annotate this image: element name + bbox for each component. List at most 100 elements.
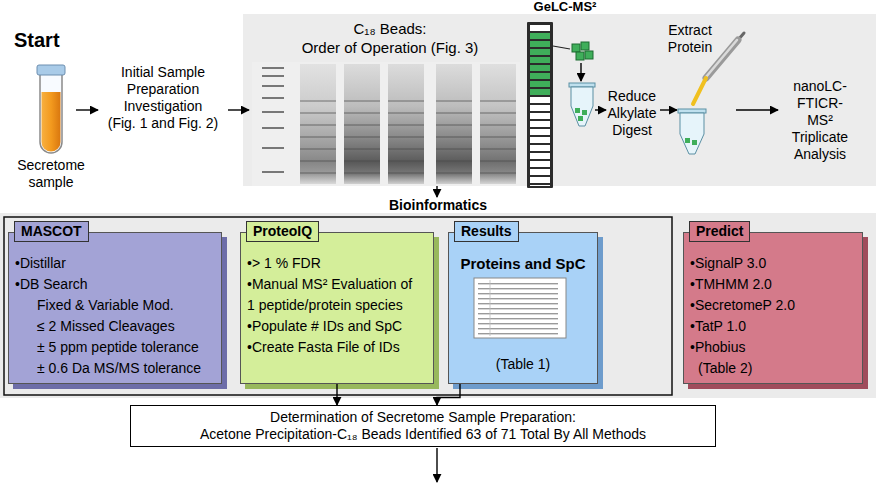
gel-piece	[692, 140, 697, 145]
list-item: •TMHMM 2.0	[690, 274, 856, 295]
gel-bands	[388, 100, 424, 180]
panel-heading: Bioinformatics	[0, 197, 876, 213]
process-box: Determination of Secretome Sample Prepar…	[130, 405, 716, 447]
marker-lane	[262, 68, 284, 172]
gel-piece	[585, 51, 593, 59]
tab-heading: Results	[454, 221, 519, 242]
list-item: ± 5 ppm peptide tolerance	[37, 337, 215, 358]
step-label: nanoLC-FTICR-MS² Triplicate Analysis	[787, 78, 853, 163]
marker-band	[262, 171, 284, 173]
gel-piece	[578, 116, 583, 121]
list-item: •TatP 1.0	[690, 316, 856, 337]
pipette-tip	[693, 78, 706, 104]
flow-arrow	[595, 109, 606, 110]
marker-band	[262, 111, 284, 113]
list-item: ≤ 2 Missed Cleavages	[37, 316, 215, 337]
tube-rim	[37, 65, 65, 75]
table-column	[490, 280, 491, 336]
list-item: •DB Search	[15, 274, 215, 295]
gel-lane	[436, 64, 472, 184]
flow-arrow	[228, 109, 249, 110]
list-item: •Create Fasta File of IDs	[247, 337, 419, 358]
tool-box: MASCOT•Distillar•DB SearchFixed & Variab…	[8, 232, 222, 384]
box-text: Acetone Precipitation-C₁₈ Beads Identifi…	[135, 426, 711, 443]
list-item: •Populate # IDs and SpC	[247, 316, 419, 337]
gel-lane	[388, 64, 424, 184]
list-item: •SecretomeP 2.0	[690, 295, 856, 316]
tube-liquid	[42, 92, 61, 152]
flow-connector	[436, 186, 437, 197]
flow-connector	[336, 384, 337, 405]
list-item: ± 0.6 Da MS/MS tolerance	[37, 358, 215, 379]
gel-bands	[480, 100, 516, 180]
step-label: Order of Operation (Fig. 3)	[290, 39, 490, 57]
gel-piece	[576, 52, 584, 60]
micro-tube	[571, 87, 593, 126]
micro-tube	[680, 113, 704, 154]
sample-label: Secretome sample	[10, 157, 92, 191]
pipette-barrel	[706, 40, 738, 78]
step-label: Reduce Alkylate Digest	[600, 88, 664, 139]
gel-lane	[300, 64, 336, 184]
tab-heading: ProteoIQ	[246, 221, 319, 242]
gel-bands	[300, 100, 336, 180]
pipette-highlight	[706, 40, 737, 77]
list-item: •Phobius	[690, 337, 856, 358]
list-item: •SignalP 3.0	[690, 253, 856, 274]
gel-piece	[581, 42, 589, 50]
marker-band	[262, 97, 284, 99]
start-label: Start	[14, 28, 84, 52]
marker-band	[262, 75, 284, 77]
tube-rim	[678, 109, 706, 113]
gel-piece	[572, 44, 580, 52]
tab-heading: Predict	[689, 221, 750, 242]
marker-band	[262, 67, 284, 69]
panel: GeLC-MS² C₁₈ Beads:Order of Operation (Fi…	[243, 0, 876, 186]
box-title: Proteins and SpC	[455, 253, 591, 274]
gel-image	[252, 62, 520, 186]
group-outline	[4, 217, 672, 395]
table-rows	[476, 282, 564, 336]
panel-heading: GeLC-MS²	[520, 0, 610, 14]
leader-line	[553, 46, 570, 49]
list-item: •Manual MS² Evaluation of 1 peptide/prot…	[247, 274, 419, 316]
gel-piece	[685, 138, 690, 143]
box-text: Determination of Secretome Sample Prepar…	[135, 409, 711, 426]
flow-connector	[437, 384, 460, 405]
gel-bands	[344, 100, 380, 180]
green-slices	[530, 32, 550, 96]
list-item: •Distillar	[15, 253, 215, 274]
figure-reference: (Fig. 1 and Fig. 2)	[98, 115, 228, 132]
marker-band	[262, 127, 284, 129]
flow-arrow	[436, 448, 437, 482]
gel-piece	[582, 110, 587, 115]
list-item: Fixed & Variable Mod.	[37, 295, 215, 316]
gel-bands	[436, 100, 472, 180]
list-item: •> 1 % FDR	[247, 253, 419, 274]
panel: BioinformaticsMASCOT•Distillar•DB Search…	[0, 197, 876, 398]
gel-strip	[527, 22, 553, 188]
gel-lane	[480, 64, 516, 184]
gel-piece	[575, 108, 580, 113]
tab-heading: MASCOT	[14, 221, 89, 242]
table-reference: (Table 2)	[698, 358, 856, 379]
tool-box: ProteoIQ•> 1 % FDR•Manual MS² Evaluation…	[240, 232, 434, 384]
result-box: ResultsProteins and SpC(Table 1)	[448, 232, 598, 384]
tool-box: Predict•SignalP 3.0•TMHMM 2.0•SecretomeP…	[683, 232, 863, 384]
step-label: C₁₈ Beads:	[290, 20, 490, 38]
gel-slices	[527, 24, 553, 186]
flow-arrow	[580, 63, 581, 81]
flow-arrow	[736, 109, 778, 110]
flow-arrow	[76, 109, 98, 110]
step-label: Initial Sample Preparation Investigation	[112, 64, 214, 115]
pipette-plunger	[738, 33, 744, 40]
marker-band	[262, 85, 284, 87]
gel-lane	[344, 64, 380, 184]
step-label: Extract Protein	[658, 22, 722, 56]
test-tube	[40, 74, 62, 153]
tube-rim	[569, 83, 595, 87]
flow-arrow	[660, 109, 677, 110]
marker-band	[262, 147, 284, 149]
